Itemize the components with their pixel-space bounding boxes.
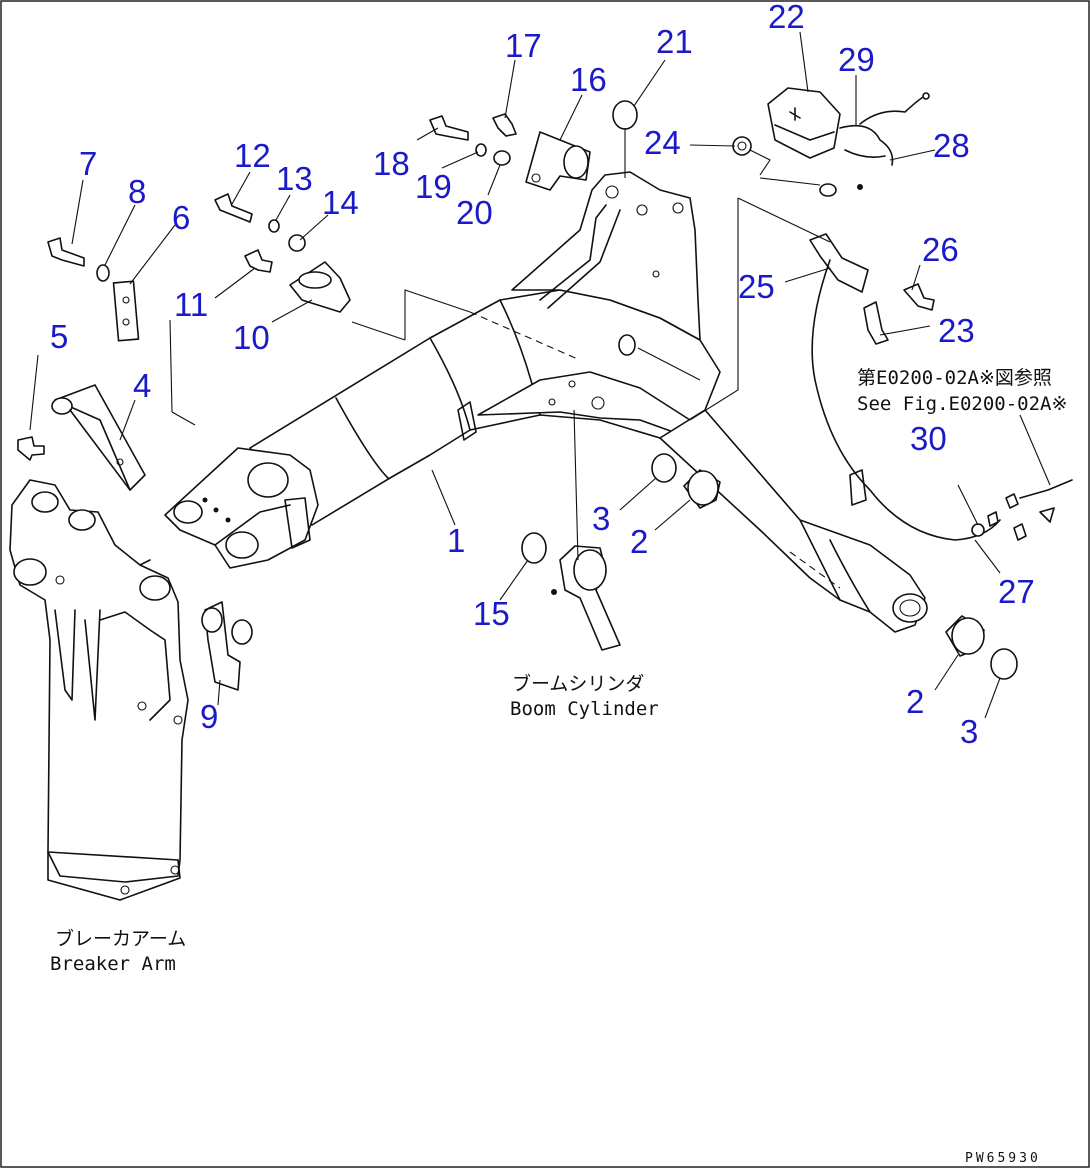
callout-17: 17 xyxy=(505,27,542,64)
part-nut-24 xyxy=(732,136,752,156)
callout-18: 18 xyxy=(373,145,410,182)
callout-27: 27 xyxy=(998,573,1035,610)
callout-6: 6 xyxy=(172,199,190,236)
callout-7: 7 xyxy=(79,145,97,182)
callout-20: 20 xyxy=(456,194,493,231)
callout-3: 3 xyxy=(592,500,610,537)
callout-29: 29 xyxy=(838,41,875,78)
part-shims-9 xyxy=(201,601,253,691)
callout-23: 23 xyxy=(938,312,975,349)
part-harness-28-29 xyxy=(839,92,930,166)
part-washer-8 xyxy=(96,264,110,282)
callout-28: 28 xyxy=(933,127,970,164)
part-washer-21 xyxy=(612,100,638,130)
callout-24: 24 xyxy=(644,124,681,161)
part-grease-fitting-17 xyxy=(492,113,517,137)
callout-1: 1 xyxy=(447,522,465,559)
callout-13: 13 xyxy=(276,160,313,197)
callout-22: 22 xyxy=(768,0,805,35)
drawing-code: PW65930 xyxy=(965,1151,1041,1166)
part-plate-6 xyxy=(112,280,140,342)
callout-19: 19 xyxy=(415,168,452,205)
part-washer-13 xyxy=(268,219,280,233)
boom xyxy=(164,171,928,633)
part-bushings-2-3 xyxy=(651,453,1018,680)
boom-cylinder-note-jp: ブームシリンダ xyxy=(512,672,644,695)
callout-labels: 1 2 2 3 3 4 5 6 7 8 9 10 11 12 13 14 15 … xyxy=(50,0,1035,750)
callout-21: 21 xyxy=(656,23,693,60)
callout-8: 8 xyxy=(128,173,146,210)
part-sensor-box-22 xyxy=(767,87,841,159)
callout-30: 30 xyxy=(910,420,947,457)
drawing-notes: ブームシリンダ Boom Cylinder ブレーカアーム Breaker Ar… xyxy=(50,367,1067,1166)
callout-14: 14 xyxy=(322,184,359,221)
breaker-arm xyxy=(9,479,189,901)
callout-2: 2 xyxy=(906,683,924,720)
part-bracket-25 xyxy=(809,183,869,293)
callout-15: 15 xyxy=(473,595,510,632)
callout-5: 5 xyxy=(50,318,68,355)
see-fig-note-jp: 第E0200-02A※図参照 xyxy=(857,367,1052,389)
callout-26: 26 xyxy=(922,231,959,268)
part-grease-fitting-5 xyxy=(17,436,45,461)
part-nut-20 xyxy=(493,150,511,166)
see-fig-note-en: See Fig.E0200-02A※ xyxy=(857,393,1067,415)
callout-3: 3 xyxy=(960,713,978,750)
callout-4: 4 xyxy=(133,367,151,404)
breaker-arm-note-en: Breaker Arm xyxy=(50,953,176,975)
part-wiring-27-30 xyxy=(811,259,1073,541)
part-bolts-23-26 xyxy=(863,283,935,345)
callout-10: 10 xyxy=(233,319,270,356)
leader-lines xyxy=(29,31,1051,719)
callout-2: 2 xyxy=(630,523,648,560)
part-bolt-7 xyxy=(47,237,85,267)
part-grease-fitting-11 xyxy=(244,249,273,273)
boom-cylinder-note-en: Boom Cylinder xyxy=(510,698,659,720)
part-bolt-18 xyxy=(429,115,469,141)
part-pin-16 xyxy=(525,131,591,191)
callout-25: 25 xyxy=(738,268,775,305)
part-bolt-12 xyxy=(214,193,253,223)
boom-cylinder-end xyxy=(551,545,621,651)
breaker-arm-note-jp: ブレーカアーム xyxy=(55,927,186,950)
part-pin-10 xyxy=(289,261,351,313)
part-washer-15 xyxy=(521,532,547,564)
callout-16: 16 xyxy=(570,61,607,98)
part-pin-4 xyxy=(51,384,146,491)
callout-12: 12 xyxy=(234,137,271,174)
part-washer-19 xyxy=(475,143,487,157)
callout-11: 11 xyxy=(174,286,208,323)
callout-9: 9 xyxy=(200,698,218,735)
